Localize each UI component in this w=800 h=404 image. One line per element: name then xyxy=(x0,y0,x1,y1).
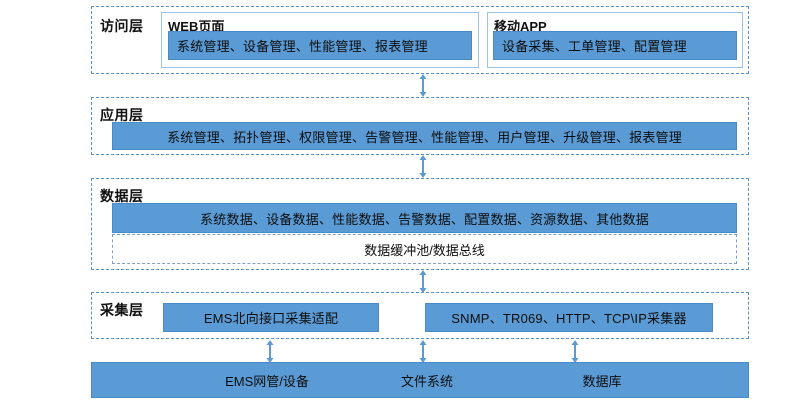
resource-file-system: 文件系统 xyxy=(400,373,453,389)
connector-access-application xyxy=(418,74,428,97)
resource-ems-device: EMS网管/设备 xyxy=(225,373,309,389)
layer-application-label: 应用层 xyxy=(100,107,144,123)
connector-data-collection xyxy=(418,270,428,293)
layer-data-label: 数据层 xyxy=(100,188,144,204)
bar-mobile-app-modules: 设备采集、工单管理、配置管理 xyxy=(493,31,737,60)
bar-web-modules: 系统管理、设备管理、性能管理、报表管理 xyxy=(168,31,472,60)
bar-ems-northbound-adapter: EMS北向接口采集适配 xyxy=(163,303,379,332)
bottom-resource-bar: EMS网管/设备 文件系统 数据库 xyxy=(91,362,749,398)
bar-protocol-collectors: SNMP、TR069、HTTP、TCP\IP采集器 xyxy=(425,303,713,332)
connector-collection-filesystem xyxy=(418,340,428,363)
bar-data-types: 系统数据、设备数据、性能数据、告警数据、配置数据、资源数据、其他数据 xyxy=(112,203,737,233)
resource-database: 数据库 xyxy=(582,373,622,389)
connector-collection-database xyxy=(570,340,580,363)
layer-collection-label: 采集层 xyxy=(100,302,144,318)
box-data-buffer-bus: 数据缓冲池/数据总线 xyxy=(112,234,737,264)
connector-collection-ems xyxy=(265,340,275,363)
bar-application-modules: 系统管理、拓扑管理、权限管理、告警管理、性能管理、用户管理、升级管理、报表管理 xyxy=(112,122,737,150)
panel-web-title: WEB页面 xyxy=(168,19,225,34)
panel-mobile-app-title: 移动APP xyxy=(494,19,547,34)
connector-application-data xyxy=(418,155,428,178)
layer-access-label: 访问层 xyxy=(100,18,144,34)
